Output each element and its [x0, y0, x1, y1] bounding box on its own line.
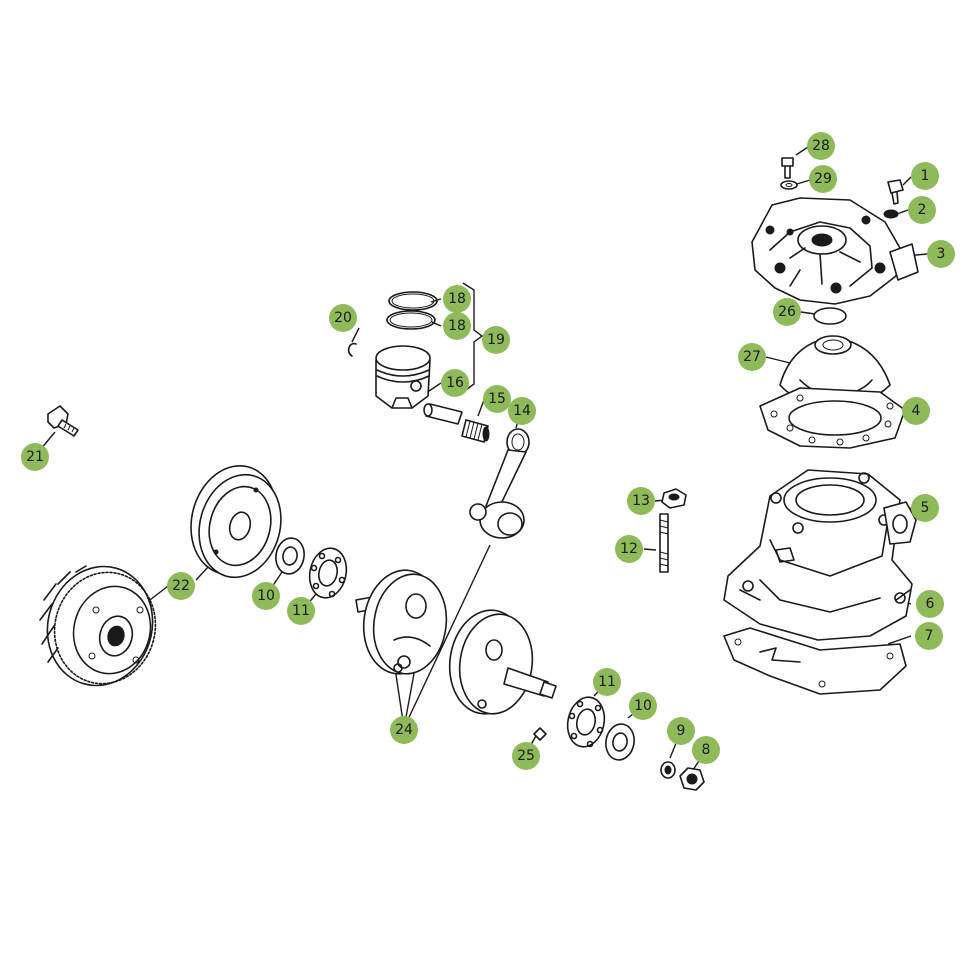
- svg-text:9: 9: [677, 723, 686, 739]
- svg-text:18: 18: [448, 291, 466, 307]
- callout-12: 12: [615, 535, 643, 563]
- clutch-basket-icon: [39, 565, 157, 687]
- piston-pin-16-icon: [423, 403, 463, 425]
- callout-7: 7: [915, 622, 943, 650]
- callout-14: 14: [508, 397, 536, 425]
- svg-text:26: 26: [778, 304, 796, 320]
- callout-5: 5: [911, 494, 939, 522]
- svg-text:10: 10: [634, 698, 652, 714]
- svg-text:20: 20: [334, 310, 352, 326]
- callout-10b: 10: [629, 692, 657, 720]
- svg-text:1: 1: [921, 168, 930, 184]
- bearing-11b-icon: [566, 696, 606, 748]
- needle-bearing-15-icon: [461, 419, 490, 443]
- cylinder-6-icon: [723, 469, 917, 641]
- base-gasket-7-icon: [723, 627, 907, 695]
- nut-13-icon: [661, 488, 687, 509]
- svg-text:19: 19: [487, 332, 505, 348]
- svg-text:24: 24: [395, 722, 413, 738]
- piston-icon: [375, 345, 431, 409]
- callout-27: 27: [738, 343, 766, 371]
- svg-text:25: 25: [517, 748, 535, 764]
- svg-text:28: 28: [812, 138, 830, 154]
- svg-text:21: 21: [26, 449, 44, 465]
- svg-text:15: 15: [488, 391, 506, 407]
- callout-3: 3: [927, 240, 955, 268]
- washer-9-icon: [660, 761, 676, 779]
- svg-text:11: 11: [598, 674, 616, 690]
- washer-29-icon: [780, 180, 798, 190]
- svg-text:12: 12: [620, 541, 638, 557]
- svg-text:11: 11: [292, 603, 310, 619]
- callout-26: 26: [773, 298, 801, 326]
- callout-11b: 11: [593, 668, 621, 696]
- callout-4: 4: [902, 397, 930, 425]
- bearing-11a-icon: [308, 547, 348, 599]
- callout-19: 19: [482, 326, 510, 354]
- callout-24: 24: [390, 716, 418, 744]
- callout-1: 1: [911, 162, 939, 190]
- callout-18b: 18: [443, 312, 471, 340]
- callout-15: 15: [483, 385, 511, 413]
- callout-29: 29: [809, 165, 837, 193]
- callout-21: 21: [21, 443, 49, 471]
- o-ring-26-icon: [813, 307, 847, 325]
- crankshaft-left-icon: [355, 569, 448, 675]
- piston-ring-18b-icon: [386, 310, 436, 330]
- crankshaft-right-icon: [448, 609, 557, 715]
- svg-text:6: 6: [926, 596, 935, 612]
- flywheel-22-icon: [190, 464, 282, 579]
- callout-28: 28: [807, 132, 835, 160]
- stud-12-icon: [659, 513, 669, 573]
- svg-text:2: 2: [918, 202, 927, 218]
- callout-6: 6: [916, 590, 944, 618]
- svg-text:18: 18: [448, 318, 466, 334]
- callout-16: 16: [441, 369, 469, 397]
- svg-text:16: 16: [446, 375, 464, 391]
- cylinder-head-icon: [751, 197, 919, 305]
- callout-8: 8: [692, 736, 720, 764]
- callout-20: 20: [329, 304, 357, 332]
- callout-10a: 10: [252, 582, 280, 610]
- svg-text:13: 13: [632, 493, 650, 509]
- svg-text:7: 7: [925, 628, 934, 644]
- svg-text:5: 5: [921, 500, 930, 516]
- nut-2-icon: [883, 209, 899, 219]
- seal-10b-icon: [605, 723, 635, 761]
- callout-11a: 11: [287, 597, 315, 625]
- callout-9: 9: [667, 717, 695, 745]
- callout-22: 22: [167, 572, 195, 600]
- bolt-21-icon: [47, 405, 79, 437]
- seal-10a-icon: [275, 537, 305, 575]
- callout-13: 13: [627, 487, 655, 515]
- svg-text:22: 22: [172, 578, 190, 594]
- callouts: 1 2 3 4 5 6 7 8 9 10 10 11 11 12 13 14 1…: [21, 132, 955, 770]
- connecting-rod-14-icon: [469, 428, 530, 539]
- callout-18a: 18: [443, 285, 471, 313]
- bolt-28-icon: [781, 157, 794, 179]
- callout-25: 25: [512, 742, 540, 770]
- key-25-icon: [533, 727, 547, 741]
- svg-text:4: 4: [912, 403, 921, 419]
- svg-text:8: 8: [702, 742, 711, 758]
- bolt-1-icon: [887, 179, 904, 205]
- head-gasket-4-icon: [759, 387, 906, 449]
- svg-text:3: 3: [937, 246, 946, 262]
- circlip-20-icon: [347, 342, 357, 357]
- nut-8-icon: [679, 767, 705, 791]
- callout-2: 2: [908, 196, 936, 224]
- svg-text:14: 14: [513, 403, 531, 419]
- svg-text:29: 29: [814, 171, 832, 187]
- svg-text:10: 10: [257, 588, 275, 604]
- svg-text:27: 27: [743, 349, 761, 365]
- piston-ring-18a-icon: [388, 291, 438, 311]
